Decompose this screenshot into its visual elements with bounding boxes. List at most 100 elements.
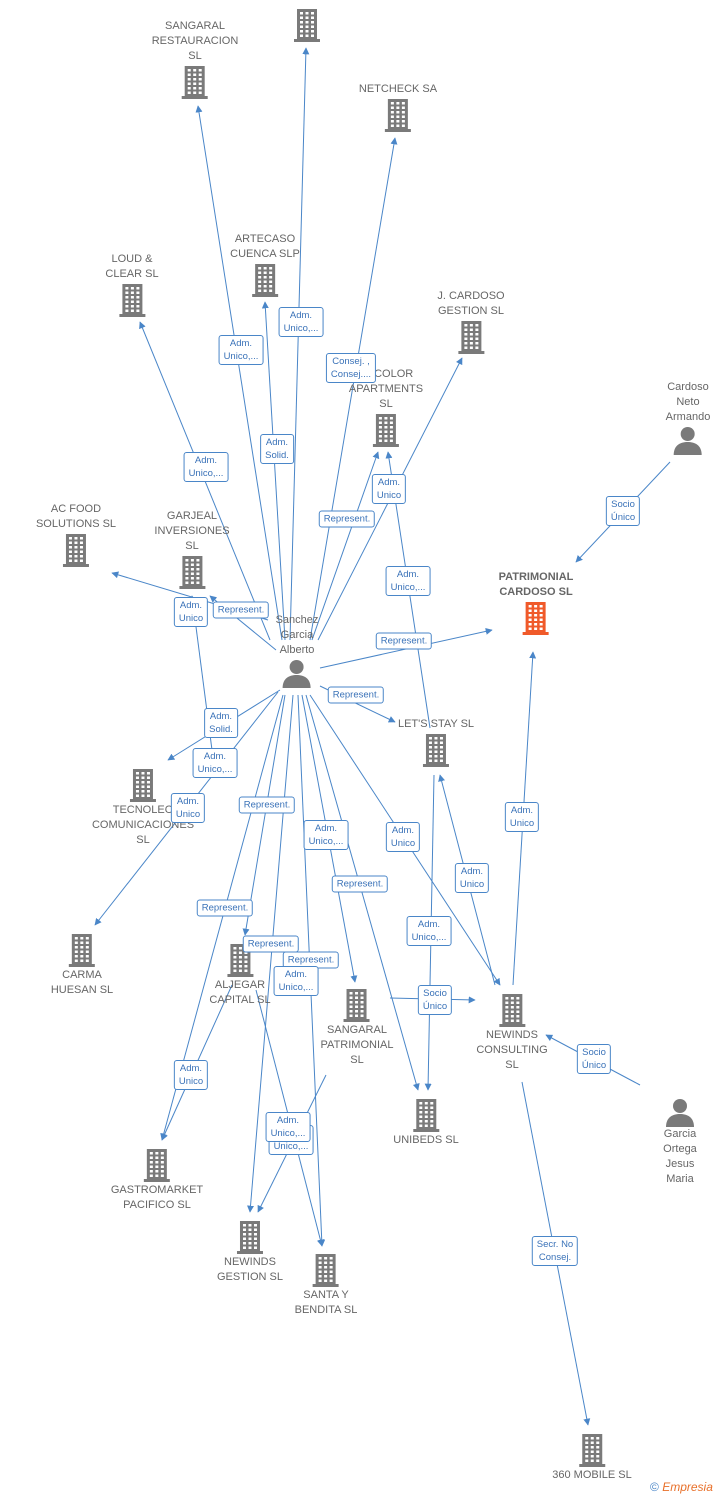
relation-label[interactable]: Consej. , Consej....	[325, 353, 377, 383]
person-node[interactable]: Sanchez Garcia Alberto	[276, 613, 318, 688]
brand-logo: Empresia	[662, 1480, 713, 1494]
node-label: NEWINDS GESTION SL	[216, 1256, 284, 1283]
node-label: SANTA Y BENDITA SL	[294, 1289, 358, 1316]
relation-label[interactable]: Adm. Unico	[504, 802, 540, 832]
company-node[interactable]: NETCHECK SA	[359, 82, 437, 133]
company-node[interactable]: UNIBEDS SL	[393, 1097, 459, 1148]
building-icon	[62, 534, 89, 567]
building-icon	[412, 1099, 439, 1132]
building-icon	[312, 1254, 339, 1287]
node-label: GASTROMARKET PACIFICO SL	[110, 1184, 204, 1211]
building-icon	[385, 99, 411, 132]
relation-label[interactable]: Socio Único	[576, 1044, 612, 1074]
company-node[interactable]: ARTECASO CUENCA SLP	[230, 232, 300, 298]
node-label: 360 MOBILE SL	[552, 1469, 632, 1481]
footer-credit[interactable]: © Empresia	[650, 1480, 713, 1494]
person-node[interactable]: Cardoso Neto Armando	[665, 380, 711, 455]
relation-edge	[309, 137, 398, 641]
node-label: ARTECASO CUENCA SLP	[230, 233, 300, 260]
company-node[interactable]: SANGARAL RESTAURACION SL	[152, 19, 238, 100]
edges-layer	[94, 47, 671, 1426]
relation-label[interactable]: Adm. Unico	[454, 863, 490, 893]
relation-edge	[305, 694, 420, 1091]
person-icon	[673, 427, 702, 455]
copyright-icon: ©	[650, 1480, 659, 1494]
node-label: AC FOOD SOLUTIONS SL	[35, 503, 117, 530]
building-icon	[457, 321, 484, 354]
relation-label[interactable]: Adm. Unico	[371, 474, 407, 504]
relation-edge	[311, 451, 380, 641]
node-label: Garcia Ortega Jesus Maria	[663, 1128, 697, 1185]
relation-label[interactable]: Socio Único	[605, 496, 641, 526]
company-node[interactable]: AC FOOD SOLUTIONS SL	[36, 502, 116, 568]
company-node[interactable]: SANGARAL PATRIMONIAL SL	[320, 987, 394, 1068]
relation-edge	[261, 301, 286, 641]
node-label: UNIBEDS SL	[393, 1134, 459, 1146]
relation-label[interactable]: Adm. Unico,...	[192, 748, 238, 778]
company-node[interactable]: NEWINDS GESTION SL	[217, 1219, 283, 1285]
relation-label[interactable]: Adm. Solid.	[204, 708, 238, 738]
building-icon	[179, 556, 205, 589]
relation-label[interactable]: Represent.	[196, 899, 254, 917]
company-node[interactable]: LOUD & CLEAR SL	[105, 252, 159, 318]
node-label: PATRIMONIAL CARDOSO SL	[498, 571, 574, 598]
company-node[interactable]: TECNOLEO COMUNICACIONES SL	[92, 767, 194, 848]
building-icon	[118, 284, 145, 317]
company-node[interactable]: SANTA Y BENDITA SL	[294, 1252, 358, 1318]
building-icon	[499, 994, 525, 1027]
relation-edge	[242, 694, 286, 936]
company-node[interactable]: CARMA HUESAN SL	[51, 932, 113, 998]
relation-label[interactable]: Adm. Unico,...	[303, 820, 349, 850]
relation-label[interactable]: Represent.	[375, 632, 433, 650]
relation-label[interactable]: Represent.	[327, 686, 385, 704]
relation-label[interactable]: Adm. Unico	[173, 1060, 209, 1090]
relation-label[interactable]: Secr. No Consej.	[531, 1236, 579, 1266]
node-label: NEWINDS CONSULTING SL	[476, 1029, 548, 1071]
relation-label[interactable]: Represent.	[238, 796, 296, 814]
company-node[interactable]: GARJEAL INVERSIONES SL	[154, 509, 230, 590]
relation-label[interactable]: Represent.	[318, 510, 376, 528]
relation-edge	[195, 105, 283, 641]
person-icon	[283, 660, 311, 688]
company-node[interactable]: NEWINDS CONSULTING SL	[476, 992, 548, 1073]
relation-label[interactable]: Represent.	[242, 935, 300, 953]
company-node[interactable]	[292, 7, 322, 43]
company-node[interactable]: J. CARDOSO GESTION SL	[437, 289, 505, 355]
node-label: CARMA HUESAN SL	[50, 969, 114, 996]
node-label: J. CARDOSO GESTION SL	[437, 290, 505, 317]
company-node[interactable]: GASTROMARKET PACIFICO SL	[111, 1147, 203, 1213]
building-icon	[523, 602, 549, 635]
relation-label[interactable]: Adm. Unico	[170, 793, 206, 823]
relation-label[interactable]: Adm. Unico,...	[406, 916, 452, 946]
relation-label[interactable]: Represent.	[212, 601, 270, 619]
relation-edge	[289, 47, 310, 641]
person-icon	[666, 1099, 694, 1127]
relation-label[interactable]: Adm. Unico,...	[278, 307, 324, 337]
relation-label[interactable]: Adm. Unico	[385, 822, 421, 852]
relation-label[interactable]: Adm. Unico	[173, 597, 209, 627]
company-node[interactable]: PATRIMONIAL CARDOSO SL	[498, 570, 574, 636]
relation-label[interactable]: Socio Único	[417, 985, 453, 1015]
building-icon	[579, 1434, 605, 1467]
company-node[interactable]: 360 MOBILE SL	[552, 1432, 632, 1483]
building-icon	[237, 1221, 263, 1254]
node-label: LET'S STAY SL	[397, 718, 475, 730]
relation-label[interactable]: Represent.	[331, 875, 389, 893]
building-icon	[344, 989, 370, 1022]
building-icon	[372, 414, 399, 447]
building-icon	[422, 734, 449, 767]
relation-label[interactable]: Adm. Unico,...	[265, 1112, 311, 1142]
relation-label[interactable]: Adm. Unico,...	[183, 452, 229, 482]
node-label: Cardoso Neto Armando	[665, 381, 711, 423]
relation-label[interactable]: Adm. Solid.	[260, 434, 294, 464]
relation-edge	[247, 694, 294, 1213]
relation-label[interactable]: Adm. Unico,...	[385, 566, 431, 596]
building-icon	[68, 934, 95, 967]
company-node[interactable]: LET'S STAY SL	[398, 717, 474, 768]
person-node[interactable]: Garcia Ortega Jesus Maria	[656, 1097, 704, 1187]
relation-label[interactable]: Adm. Unico,...	[218, 335, 264, 365]
relation-label[interactable]: Adm. Unico,...	[273, 966, 319, 996]
node-label: SANGARAL PATRIMONIAL SL	[320, 1024, 394, 1066]
node-label: NETCHECK SA	[358, 83, 438, 95]
